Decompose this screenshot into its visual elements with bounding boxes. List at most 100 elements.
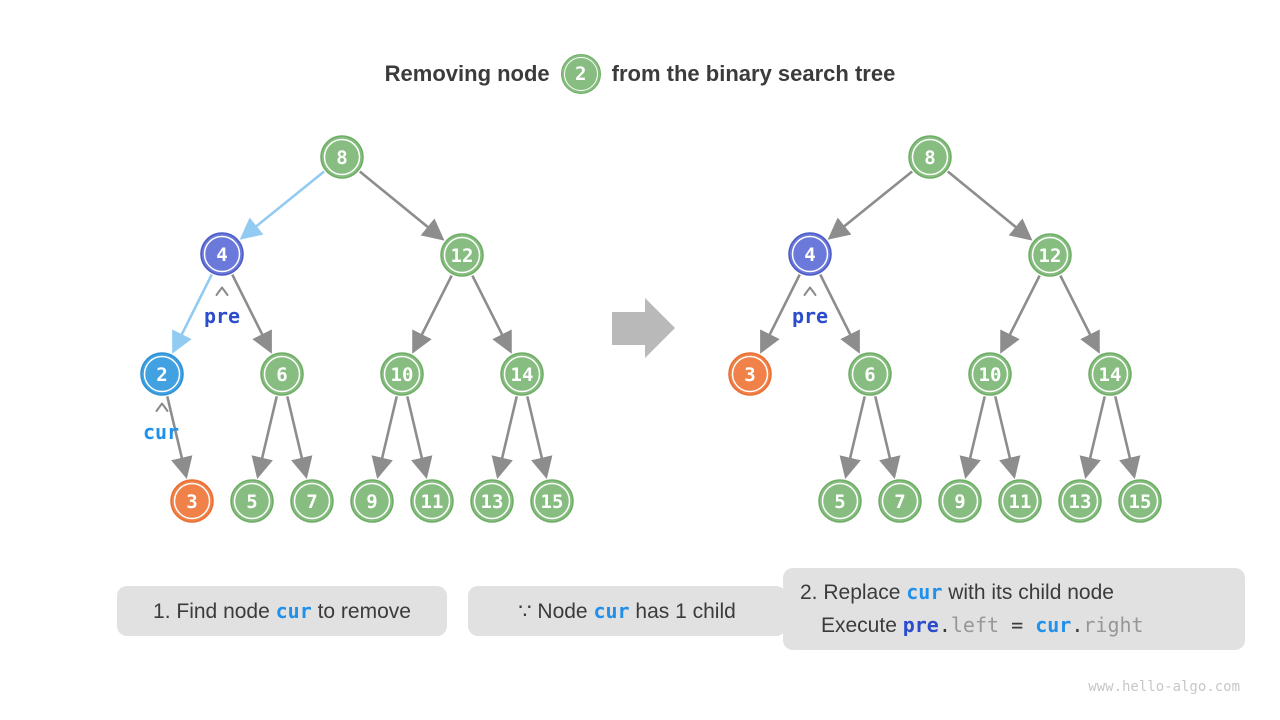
node-value: 7 (894, 491, 905, 513)
tree-node-13: 13 (470, 479, 514, 523)
node-inner-ring (821, 482, 859, 520)
caption-text: to remove (311, 599, 411, 623)
node-circle (260, 352, 304, 396)
code-token: right (1083, 613, 1144, 637)
tree-node-12: 12 (440, 233, 484, 277)
node-inner-ring (1121, 482, 1159, 520)
node-value: 6 (864, 364, 875, 386)
node-circle (728, 352, 772, 396)
node-value: 10 (979, 364, 1002, 386)
node-circle (290, 479, 334, 523)
node-value: 13 (1069, 491, 1092, 513)
node-inner-ring (203, 235, 241, 273)
tree-edge (1114, 396, 1141, 479)
tree-edge (371, 396, 398, 479)
tree-edge (251, 396, 278, 479)
tree-edge (286, 396, 313, 479)
tree-edge (231, 273, 272, 354)
node-circle (1118, 479, 1162, 523)
node-circle (998, 479, 1042, 523)
tree-edge (1000, 274, 1041, 354)
code-token: left (950, 613, 1000, 637)
tree-edge (760, 273, 801, 354)
caption-line: Execute pre.left = cur.right (821, 609, 1144, 642)
tree-node-5: 5 (818, 479, 862, 523)
tree-node-9: 9 (350, 479, 394, 523)
node-circle (848, 352, 892, 396)
transition-arrow-icon (612, 298, 675, 358)
tree-edge (491, 396, 518, 479)
node-value: 9 (954, 491, 965, 513)
node-circle (170, 479, 214, 523)
node-value: 12 (1039, 245, 1062, 267)
node-circle (878, 479, 922, 523)
node-value: 4 (216, 244, 227, 266)
pointer-label: pre (792, 304, 828, 328)
node-inner-ring (1091, 355, 1129, 393)
node-inner-ring (851, 355, 889, 393)
pointer-cur: cur (143, 402, 179, 444)
node-inner-ring (503, 355, 541, 393)
watermark: www.hello-algo.com (1088, 679, 1240, 695)
code-token: . (938, 613, 951, 637)
node-value: 10 (391, 364, 414, 386)
node-circle (1058, 479, 1102, 523)
title-node-badge: 2 (560, 54, 601, 94)
node-value: 11 (421, 491, 444, 513)
node-circle (470, 479, 514, 523)
tree-node-15: 15 (1118, 479, 1162, 523)
tree-node-3: 3 (728, 352, 772, 396)
node-value: 2 (156, 364, 167, 386)
tree-edge (358, 170, 445, 241)
tree-edge (827, 170, 913, 240)
node-circle (1088, 352, 1132, 396)
node-inner-ring (533, 482, 571, 520)
tree-node-11: 11 (998, 479, 1042, 523)
code-token: pre (902, 613, 939, 637)
node-circle (968, 352, 1012, 396)
tree-node-2: 2 (140, 352, 184, 396)
tree-node-5: 5 (230, 479, 274, 523)
node-value: 8 (924, 147, 935, 169)
node-circle (440, 233, 484, 277)
tree-edge (412, 274, 453, 354)
figure-title: Removing node 2 from the binary search t… (0, 54, 1280, 94)
tree-edge (946, 170, 1033, 241)
node-value: 8 (336, 147, 347, 169)
caret-up-icon (803, 286, 817, 296)
node-inner-ring (1001, 482, 1039, 520)
tree-edge (959, 396, 986, 479)
tree-edge (874, 396, 901, 479)
tree-node-6: 6 (260, 352, 304, 396)
caption-reason: ∵ Node cur has 1 child (468, 586, 786, 636)
node-inner-ring (443, 236, 481, 274)
node-inner-ring (971, 355, 1009, 393)
caption-line: ∵ Node cur has 1 child (518, 595, 736, 628)
pointer-pre: pre (792, 286, 828, 328)
node-inner-ring (881, 482, 919, 520)
code-token: cur (1035, 613, 1072, 637)
node-value: 5 (246, 491, 257, 513)
node-value: 15 (1129, 491, 1152, 513)
tree-node-7: 7 (878, 479, 922, 523)
node-inner-ring (941, 482, 979, 520)
tree-edge (839, 396, 866, 479)
node-value: 3 (744, 364, 755, 386)
code-token: cur (275, 598, 312, 623)
title-suffix: from the binary search tree (611, 61, 896, 86)
node-circle (530, 479, 574, 523)
node-inner-ring (383, 355, 421, 393)
caption-line: 1. Find node cur to remove (153, 595, 411, 628)
node-value: 9 (366, 491, 377, 513)
tree-node-14: 14 (500, 352, 544, 396)
node-inner-ring (413, 482, 451, 520)
caret-up-icon (155, 402, 169, 412)
node-inner-ring (173, 482, 211, 520)
node-inner-ring (911, 138, 949, 176)
node-circle (410, 479, 454, 523)
pointer-label: cur (143, 420, 179, 444)
tree-edge (994, 396, 1021, 479)
